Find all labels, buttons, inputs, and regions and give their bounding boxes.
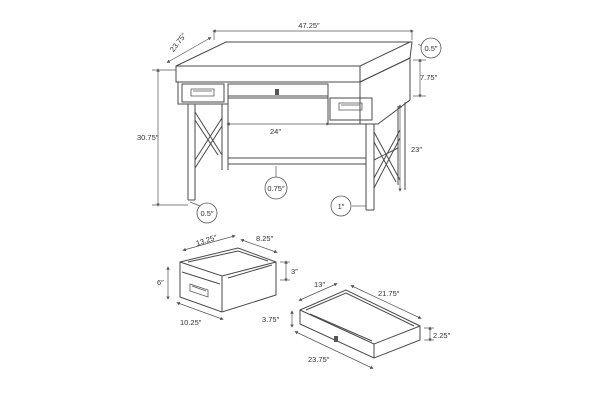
left-leg-frame — [187, 104, 229, 201]
large-drawer-drawing: 13″ 21.75″ 3.75″ 2.25″ 23.75″ — [262, 280, 451, 369]
large-drawer-lock — [334, 336, 338, 342]
desk-top — [175, 41, 413, 83]
top-thickness-label: 0.5″ — [424, 44, 437, 53]
small-drawer-handle — [189, 283, 209, 298]
large-drawer-side-height-label: 2.25″ — [433, 331, 451, 340]
left-drawer-front — [181, 83, 225, 103]
small-drawer-width-label: 8.25″ — [256, 234, 274, 243]
desk-width-label: 47.25″ — [298, 21, 320, 30]
leg-thickness-callout — [330, 195, 352, 217]
drawer-front-height-label: 7.75″ — [420, 73, 438, 82]
desk-apron — [177, 81, 361, 125]
knee-height-label: 23″ — [411, 145, 422, 154]
large-drawer-front-width-label: 23.75″ — [308, 355, 330, 364]
large-drawer-width-label: 21.75″ — [378, 289, 400, 298]
right-drawer-front — [329, 97, 373, 121]
small-drawer-inner-height-label: 3″ — [291, 267, 298, 276]
desk-depth-label: 23.75″ — [168, 31, 188, 54]
leg-offset-callout — [196, 202, 218, 224]
stretcher-label: 0.75″ — [267, 184, 285, 193]
right-drawer-handle — [338, 102, 363, 111]
desk-height-label: 30.75″ — [137, 133, 159, 142]
small-drawer-front-height-label: 6″ — [157, 278, 164, 287]
small-drawer-front-width-label: 10.25″ — [180, 318, 202, 327]
desk-drawing: 47.25″ 23.75″ 30.75″ 0.5″ 7.75″ 24″ 23″ … — [137, 21, 442, 224]
leg-thickness-label: 1″ — [338, 202, 345, 211]
left-drawer-handle — [190, 88, 215, 97]
center-drawer-front — [227, 83, 329, 99]
large-drawer-front-height-label: 3.75″ — [262, 315, 280, 324]
knee-width-label: 24″ — [270, 127, 281, 136]
small-drawer-drawing: 13.25″ 8.25″ 3″ 6″ 10.25″ — [157, 233, 298, 327]
leg-offset-label: 0.5″ — [200, 209, 213, 218]
stretcher-callout — [264, 176, 288, 200]
top-thickness-callout — [420, 37, 442, 59]
center-drawer-lock — [275, 89, 279, 95]
desk-stretcher — [228, 147, 399, 165]
small-drawer-length-label: 13.25″ — [195, 233, 218, 248]
large-drawer-depth-label: 13″ — [314, 280, 325, 289]
